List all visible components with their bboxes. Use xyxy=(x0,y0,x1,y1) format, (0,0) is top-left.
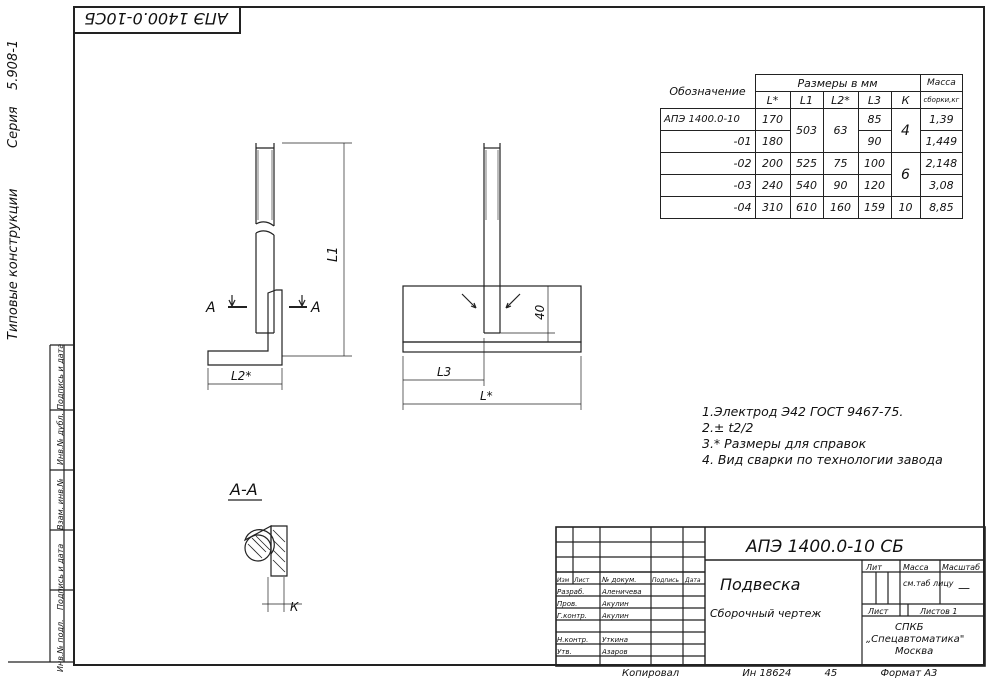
tb-lit: Лит xyxy=(865,563,882,572)
table-row: -01 180 90 1,449 xyxy=(660,130,964,153)
col-l: L* xyxy=(754,91,791,109)
note-2: 2.± t2/2 xyxy=(702,420,754,435)
col-l1: L1 xyxy=(789,91,824,109)
note-1: 1.Электрод Э42 ГОСТ 9467-75. xyxy=(702,404,904,419)
footer: Копировал Ин 18624 45 Формат А3 xyxy=(622,668,937,679)
table-row: АПЭ 1400.0-10 170 503 63 85 4 1,39 xyxy=(660,108,964,153)
k-label: К xyxy=(290,600,299,614)
row0-l: 170 xyxy=(754,108,791,131)
code-box: АПЭ 1400.0-10СБ xyxy=(73,6,241,34)
tb-role-4: Н.контр. xyxy=(557,636,588,644)
row4-l: 310 xyxy=(754,196,791,219)
tb-scale: Масштаб xyxy=(942,563,980,572)
dim-40-label: 40 xyxy=(533,304,547,320)
row2-l1: 525 xyxy=(789,152,824,175)
tb-org3: Москва xyxy=(895,646,933,657)
dim-l2-label: L2* xyxy=(231,369,251,383)
tb-scale-value: — xyxy=(958,581,970,595)
row2-mass: 2,148 xyxy=(919,152,964,175)
tb-col-1: Лист xyxy=(573,577,590,584)
row4-l2: 160 xyxy=(822,196,859,219)
tb-col-4: Дата xyxy=(684,577,701,584)
tb-role-0: Разраб. xyxy=(557,588,585,596)
tb-name: Подвеска xyxy=(720,575,800,594)
row0-k: 4 xyxy=(890,108,921,153)
footer-inv: Ин 18624 xyxy=(742,668,792,679)
section-title: А-А xyxy=(229,480,258,499)
row3-l2: 90 xyxy=(822,174,859,197)
row0-l3: 85 xyxy=(857,108,892,131)
tb-col-2: № докум. xyxy=(601,576,637,584)
col-l3: L3 xyxy=(857,91,892,109)
row3-l1: 540 xyxy=(789,174,824,197)
table-row: -02 200 525 75 100 6 2,148 xyxy=(660,152,964,197)
row4-k: 10 xyxy=(890,196,921,219)
row3-l: 240 xyxy=(754,174,791,197)
tb-person-5: Азаров xyxy=(601,648,628,656)
row2-k: 6 xyxy=(890,152,921,197)
row4-name: -04 xyxy=(660,196,756,219)
footer-format: Формат А3 xyxy=(880,668,938,679)
row4-l3: 159 xyxy=(857,196,892,219)
tb-sheet: Лист xyxy=(867,607,889,616)
row0-name: АПЭ 1400.0-10 xyxy=(660,108,756,131)
row2-name: -02 xyxy=(660,152,756,175)
note-3: 3.* Размеры для справок xyxy=(702,436,867,451)
tb-person-0: Аленичева xyxy=(601,588,642,596)
tb-person-1: Акулин xyxy=(601,600,629,608)
table-row: -04 310 610 160 159 10 8,85 xyxy=(660,196,964,219)
row1-l3: 90 xyxy=(857,130,892,153)
header-group: Размеры в мм xyxy=(754,74,921,92)
row0-l1: 503 xyxy=(789,108,824,153)
col-k: К xyxy=(890,91,921,109)
row1-mass: 1,449 xyxy=(919,130,964,153)
drawing-frame xyxy=(73,6,985,666)
notes-block: 1.Электрод Э42 ГОСТ 9467-75. 2.± t2/2 3.… xyxy=(702,404,943,468)
tb-col-3: Подпись xyxy=(652,577,679,584)
row2-l2: 75 xyxy=(822,152,859,175)
footer-copied: Копировал xyxy=(622,668,680,679)
row4-mass: 8,85 xyxy=(919,196,964,219)
note-4: 4. Вид сварки по технологии завода xyxy=(702,452,943,467)
row1-name: -01 xyxy=(660,130,756,153)
tb-mass: Масса xyxy=(903,563,929,572)
header-mass-sub: сборки,кг xyxy=(919,91,964,109)
tb-col-0: Изм xyxy=(557,577,570,584)
dim-l3-label: L3 xyxy=(437,365,451,379)
row3-l3: 120 xyxy=(857,174,892,197)
row4-l1: 610 xyxy=(789,196,824,219)
col-designation: Обозначение xyxy=(660,74,756,109)
tb-person-4: Уткина xyxy=(602,636,628,644)
row1-l: 180 xyxy=(754,130,791,153)
section-mark-left: А xyxy=(205,300,216,316)
row3-mass: 3,08 xyxy=(919,174,964,197)
row0-mass: 1,39 xyxy=(919,108,964,131)
tb-doctype: Сборочный чертеж xyxy=(710,607,821,620)
row0-l2: 63 xyxy=(822,108,859,153)
table-row: -03 240 540 90 120 3,08 xyxy=(660,174,964,197)
row2-l: 200 xyxy=(754,152,791,175)
tb-designation: АПЭ 1400.0-10 СБ xyxy=(745,537,904,557)
footer-num: 45 xyxy=(824,668,838,679)
tb-sheets: Листов 1 xyxy=(919,607,958,616)
header-mass: Масса xyxy=(919,74,964,92)
tb-org1: СПКБ xyxy=(895,622,924,633)
tb-role-5: Утв. xyxy=(557,648,572,656)
dim-l1-label: L1 xyxy=(326,246,341,262)
dimensions-table: Обозначение Размеры в мм Масса L* L1 L2*… xyxy=(660,74,964,219)
tb-person-2: Акулин xyxy=(601,612,629,620)
tb-org2: „Спецавтоматика" xyxy=(866,634,964,645)
dim-l-label: L* xyxy=(480,389,493,403)
tb-role-1: Пров. xyxy=(557,600,577,608)
tb-mass-value: см.таб лицу xyxy=(903,579,954,588)
col-l2: L2* xyxy=(822,91,859,109)
section-mark-right: А xyxy=(310,300,321,316)
row2-l3: 100 xyxy=(857,152,892,175)
row3-name: -03 xyxy=(660,174,756,197)
tb-role-2: Г.контр. xyxy=(557,612,587,620)
